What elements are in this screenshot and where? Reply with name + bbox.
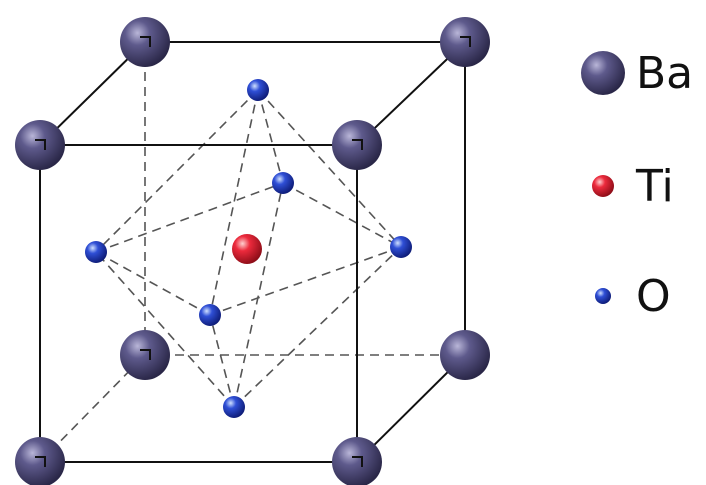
o-atom bbox=[85, 241, 107, 263]
barium-atoms bbox=[15, 17, 490, 485]
o-atom bbox=[390, 236, 412, 258]
legend-ti-symbol bbox=[592, 175, 614, 197]
o-atom bbox=[199, 304, 221, 326]
ba-atom bbox=[440, 330, 490, 380]
legend-ba-label: Ba bbox=[636, 48, 694, 99]
vertex-marks bbox=[35, 36, 471, 467]
legend-ba-symbol bbox=[581, 51, 625, 95]
o-atom bbox=[223, 396, 245, 418]
oxygen-atoms bbox=[85, 79, 412, 418]
ba-atom bbox=[120, 17, 170, 67]
legend-ti-label: Ti bbox=[636, 161, 674, 212]
ba-atom bbox=[332, 120, 382, 170]
legend bbox=[581, 51, 625, 304]
ba-atom bbox=[15, 437, 65, 485]
legend-o-label: O bbox=[636, 271, 671, 322]
ti-atom bbox=[232, 234, 262, 264]
o-atom bbox=[272, 172, 294, 194]
legend-o-symbol bbox=[595, 288, 611, 304]
ba-atom bbox=[440, 17, 490, 67]
ba-atom bbox=[15, 120, 65, 170]
ba-atom bbox=[120, 330, 170, 380]
octahedron-edges bbox=[95, 89, 402, 408]
o-atom bbox=[247, 79, 269, 101]
ba-atom bbox=[332, 437, 382, 485]
